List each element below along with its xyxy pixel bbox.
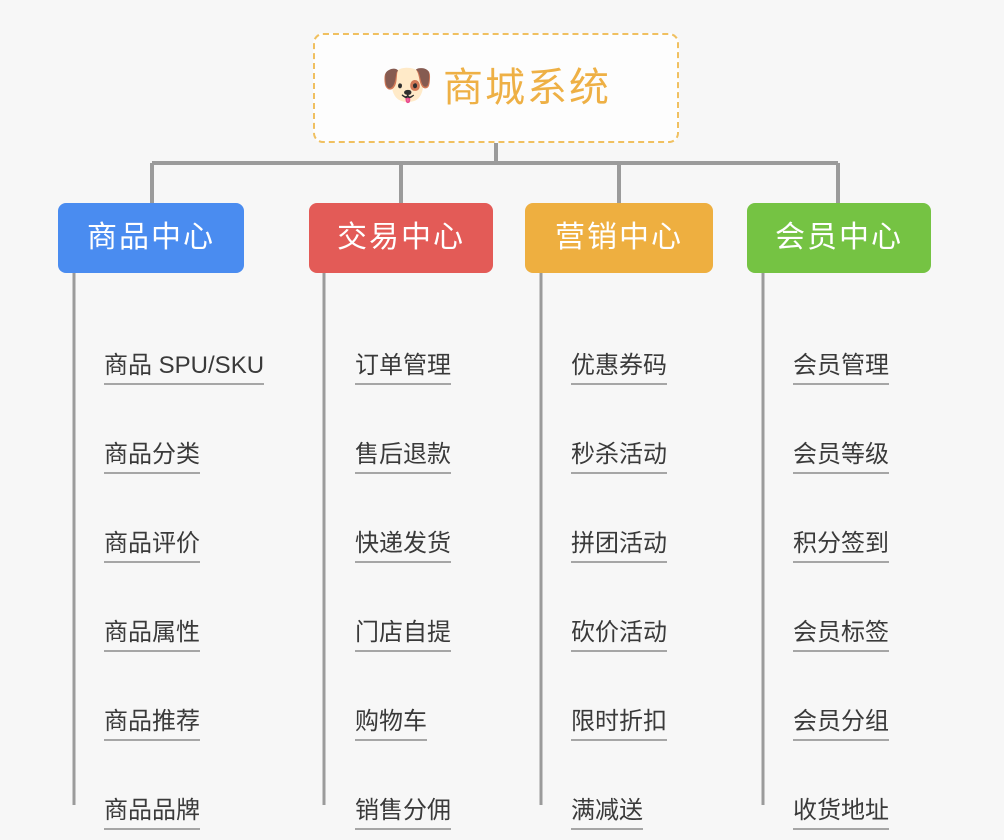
branch-column-3: 会员中心 会员管理 会员等级 积分签到 会员标签 会员分组 收货地址: [747, 203, 931, 830]
leaf-list-3: 会员管理 会员等级 积分签到 会员标签 会员分组 收货地址: [761, 298, 945, 832]
leaf-item[interactable]: 商品品牌: [72, 743, 258, 832]
leaf-item[interactable]: 满减送: [539, 743, 727, 832]
leaf-item[interactable]: 会员分组: [761, 654, 945, 743]
leaf-label: 商品属性: [104, 619, 200, 652]
leaf-label: 满减送: [571, 797, 643, 830]
leaf-item[interactable]: 秒杀活动: [539, 387, 727, 476]
leaf-item[interactable]: 商品属性: [72, 565, 258, 654]
branch-header-1[interactable]: 交易中心: [309, 203, 493, 273]
leaf-item[interactable]: 订单管理: [323, 298, 507, 387]
leaf-list-1: 订单管理 售后退款 快递发货 门店自提 购物车 销售分佣: [323, 298, 507, 832]
leaf-label: 优惠券码: [571, 352, 667, 385]
leaf-item[interactable]: 商品推荐: [72, 654, 258, 743]
leaf-label: 会员分组: [793, 708, 889, 741]
leaf-label: 售后退款: [355, 441, 451, 474]
leaf-label: 会员等级: [793, 441, 889, 474]
shiba-dog-face-icon: 🐶: [381, 61, 434, 108]
leaf-item[interactable]: 门店自提: [323, 565, 507, 654]
leaf-label: 快递发货: [355, 530, 451, 563]
leaf-item[interactable]: 会员等级: [761, 387, 945, 476]
leaf-label: 商品分类: [104, 441, 200, 474]
branch-column-0: 商品中心 商品 SPU/SKU 商品分类 商品评价 商品属性 商品推荐 商品品牌: [58, 203, 265, 830]
branch-column-1: 交易中心 订单管理 售后退款 快递发货 门店自提 购物车 销售分佣: [309, 203, 493, 830]
branch-column-2: 营销中心 优惠券码 秒杀活动 拼团活动 砍价活动 限时折扣 满减送: [525, 203, 713, 830]
leaf-label: 商品品牌: [104, 797, 200, 830]
leaf-item[interactable]: 商品 SPU/SKU: [72, 298, 265, 387]
branch-header-label-0: 商品中心: [87, 221, 215, 254]
leaf-label: 购物车: [355, 708, 427, 741]
leaf-list-2: 优惠券码 秒杀活动 拼团活动 砍价活动 限时折扣 满减送: [539, 298, 727, 832]
leaf-label: 秒杀活动: [571, 441, 667, 474]
leaf-label: 收货地址: [793, 797, 889, 830]
leaf-item[interactable]: 购物车: [323, 654, 507, 743]
leaf-label: 限时折扣: [571, 708, 667, 741]
branch-header-label-3: 会员中心: [775, 221, 903, 254]
root-title: 商城系统: [443, 66, 611, 110]
leaf-item[interactable]: 拼团活动: [539, 476, 727, 565]
leaf-label: 会员标签: [793, 619, 889, 652]
leaf-label: 商品评价: [104, 530, 200, 563]
leaf-item[interactable]: 积分签到: [761, 476, 945, 565]
leaf-item[interactable]: 砍价活动: [539, 565, 727, 654]
leaf-item[interactable]: 限时折扣: [539, 654, 727, 743]
leaf-item[interactable]: 商品评价: [72, 476, 258, 565]
branch-header-label-1: 交易中心: [337, 221, 465, 254]
branch-header-2[interactable]: 营销中心: [525, 203, 713, 273]
leaf-list-0: 商品 SPU/SKU 商品分类 商品评价 商品属性 商品推荐 商品品牌: [72, 298, 265, 832]
leaf-item[interactable]: 快递发货: [323, 476, 507, 565]
branch-header-label-2: 营销中心: [555, 221, 683, 254]
leaf-item[interactable]: 销售分佣: [323, 743, 507, 832]
leaf-label: 门店自提: [355, 619, 451, 652]
leaf-label: 商品推荐: [104, 708, 200, 741]
root-node[interactable]: 🐶 商城系统: [313, 33, 679, 143]
branch-header-3[interactable]: 会员中心: [747, 203, 931, 273]
leaf-item[interactable]: 会员标签: [761, 565, 945, 654]
leaf-label: 拼团活动: [571, 530, 667, 563]
leaf-label: 砍价活动: [571, 619, 667, 652]
leaf-label: 销售分佣: [355, 797, 451, 830]
leaf-label: 会员管理: [793, 352, 889, 385]
leaf-label: 商品 SPU/SKU: [104, 352, 265, 385]
leaf-item[interactable]: 售后退款: [323, 387, 507, 476]
leaf-item[interactable]: 收货地址: [761, 743, 945, 832]
leaf-label: 订单管理: [355, 352, 451, 385]
leaf-item[interactable]: 商品分类: [72, 387, 258, 476]
leaf-label: 积分签到: [793, 530, 889, 563]
leaf-item[interactable]: 优惠券码: [539, 298, 727, 387]
branch-header-0[interactable]: 商品中心: [58, 203, 244, 273]
leaf-item[interactable]: 会员管理: [761, 298, 945, 387]
